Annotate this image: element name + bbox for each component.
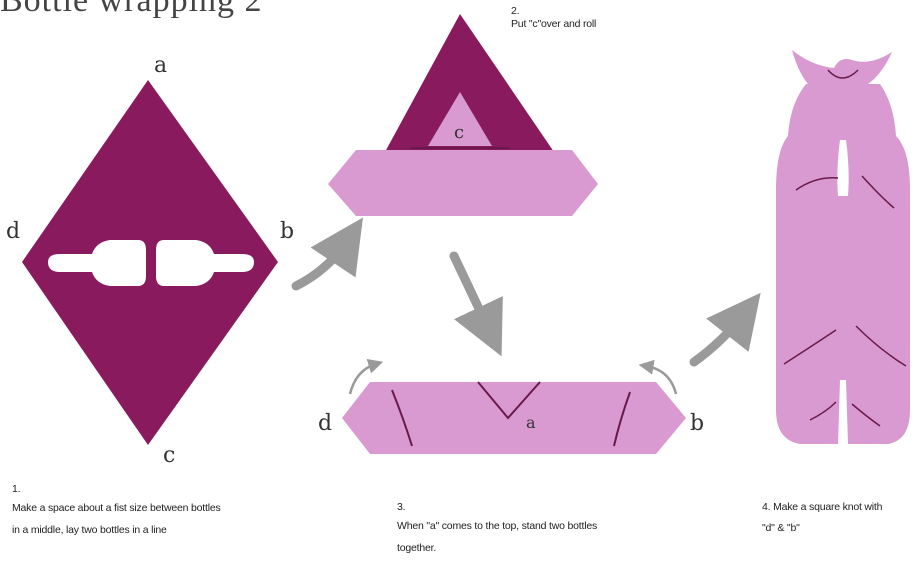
diagram-title: Bottle wrapping 2 [0,0,263,19]
step3-corner-a: a [526,413,536,432]
step2-number: 2. [511,5,520,17]
step3-fold-v [477,381,541,420]
step3-illustration: a d b [318,358,704,454]
step2-flap-label: c [454,122,464,143]
step4-fold-1 [795,177,839,191]
step4-fold-2 [861,175,895,209]
step3-line1: When "a" comes to the top, stand two bot… [397,520,598,532]
step3-curl-arrow-left-icon [348,358,384,395]
step3-corner-d: d [318,411,332,436]
arrow-step1-to-step2-icon [291,217,363,291]
step3-line2: together. [397,542,437,554]
step4-caption: 4. Make a square knot with "d" & "b" [762,498,882,538]
step4-line2: "d" & "b" [762,522,800,534]
step1-cloth-diamond [22,80,278,445]
step1-caption: 1. Make a space about a fist size betwee… [12,480,221,540]
step1-line1: Make a space about a fist size between b… [12,502,221,514]
step2-illustration: c [328,14,598,216]
step1-illustration: a b c d [6,53,294,468]
step1-corner-c: c [163,443,175,468]
step1-corner-d: d [6,219,20,244]
step1-line2: in a middle, lay two bottles in a line [12,524,167,536]
step3-curl-arrow-right-icon [638,359,678,395]
step3-fold-right [613,391,631,447]
step4-illustration [776,50,910,444]
step4-gap-bottom [838,380,848,444]
step4-fold-4 [855,325,907,367]
step1-number: 1. [12,483,21,495]
step4-line1: 4. Make a square knot with [762,501,883,513]
step2-cloth-triangle [385,14,554,152]
step4-knot [792,50,892,89]
step4-fold-5 [809,401,837,421]
step3-corner-b: b [690,411,704,436]
step3-rolled-band [342,382,686,454]
step1-corner-a: a [154,53,167,78]
step3-fold-left [391,389,413,447]
step3-caption: 3. When "a" comes to the top, stand two … [397,498,597,558]
bottle-right-shape [156,240,254,286]
arrow-step2-to-step3-icon [449,251,503,357]
step2-rolled-band [328,150,598,216]
step4-knot-fold [827,69,859,79]
step2-caption: 2. Put "c"over and roll [511,2,596,34]
step4-gap [837,140,849,196]
step4-fold-6 [851,403,881,427]
step1-corner-b: b [280,219,294,244]
arrow-step3-to-step4-icon [689,292,761,367]
step2-corner-c-flap [428,92,492,146]
step4-wrapped-bottles [776,84,910,444]
step2-text: Put "c"over and roll [511,18,597,30]
step3-number: 3. [397,501,406,513]
bottle-left-shape [48,240,146,286]
step4-fold-3 [783,329,837,365]
